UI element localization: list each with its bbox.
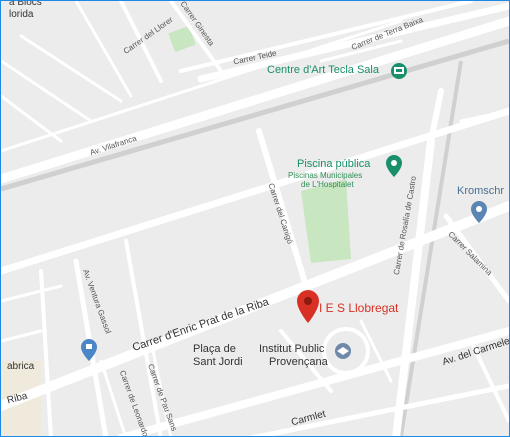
top-left-label-1: a Blocs [9, 0, 42, 8]
park-area [168, 25, 196, 53]
place-label: Kromschr [457, 185, 505, 197]
poi-sublabel: de L'Hospitalet [301, 180, 354, 189]
pool-icon[interactable] [386, 155, 402, 177]
poi-sublabel: Piscinas Municipales [288, 171, 363, 180]
place-label: Sant Jordi [193, 356, 243, 368]
railway-line [1, 38, 509, 192]
poi-icon[interactable] [471, 201, 487, 223]
poi-label-piscina[interactable]: Piscina pública [297, 158, 371, 170]
poi-label-ies[interactable]: I E S Llobregat [319, 301, 399, 315]
sports-field [301, 179, 351, 263]
top-left-label-2: lorida [9, 9, 34, 20]
poi-label-institut[interactable]: Institut Public [259, 343, 325, 355]
school-icon[interactable] [335, 343, 351, 359]
railway-line-2 [399, 60, 463, 436]
poi-label-institut-2: Provençana [269, 356, 328, 368]
museum-icon[interactable] [391, 63, 407, 79]
shopping-icon[interactable] [81, 339, 97, 361]
location-pin-icon[interactable] [297, 290, 319, 323]
poi-label-tecla-sala[interactable]: Centre d'Art Tecla Sala [267, 64, 379, 76]
place-label: abrica [7, 361, 35, 372]
place-label: Plaça de [193, 343, 236, 355]
